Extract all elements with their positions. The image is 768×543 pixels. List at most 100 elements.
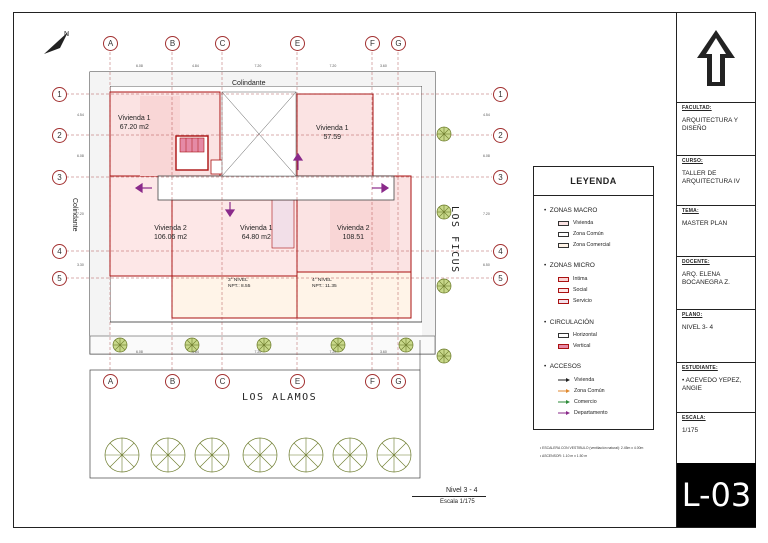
colindante-top-label: Colindante	[232, 80, 266, 87]
dimension-label: 7.20	[483, 212, 490, 216]
tree-icon	[288, 437, 324, 473]
legend-item: Comercio	[558, 399, 597, 405]
title-block: FACULTAD:ARQUITECTURA Y DISEÑO CURSO:TAL…	[676, 12, 756, 528]
grid-bubble-row: 4	[52, 244, 67, 259]
tree-icon	[436, 348, 452, 364]
dimension-label: 7.20	[329, 350, 337, 354]
dimension-label: 7.20	[77, 212, 84, 216]
dimension-label: 3.60	[380, 64, 387, 68]
grid-bubble-row: 4	[493, 244, 508, 259]
legend-item: Vivienda	[558, 220, 593, 226]
tb-tema: TEMA:MASTER PLAN	[677, 205, 756, 256]
dimension-label: 6.08	[136, 64, 143, 68]
tree-icon	[436, 204, 452, 220]
tree-icon	[184, 337, 200, 353]
grid-bubble-row: 5	[493, 271, 508, 286]
grid-bubble-col: G	[391, 36, 406, 51]
tb-estudiante: ESTUDIANTE:• ACEVEDO YEPEZ, ANGIE	[677, 362, 756, 412]
grid-bubble-col: B	[165, 36, 180, 51]
legend-group-zonas-micro: • ZONAS MICRO	[544, 262, 595, 269]
notes: • ESCALERA CON VESTIBULO (ventilación na…	[540, 446, 643, 458]
legend-group-zonas-macro: • ZONAS MACRO	[544, 207, 598, 214]
grid-bubble-col: E	[290, 36, 305, 51]
drawing-scale: Escala 1/175	[440, 499, 475, 505]
north-arrow-icon: N	[44, 31, 69, 54]
legend-title: LEYENDA	[534, 167, 653, 196]
dimension-label: 4.84	[192, 350, 199, 354]
arrow-icon	[558, 400, 570, 404]
grid-bubble-col: G	[391, 374, 406, 389]
grid-bubble-col: B	[165, 374, 180, 389]
dimension-label: 7.20	[329, 64, 337, 68]
dimension-label: 7.20	[254, 64, 262, 68]
tb-curso: CURSO:TALLER DE ARQUITECTURA IV	[677, 155, 756, 205]
sheet-code: L-03	[677, 463, 756, 527]
grid-bubble-col: F	[365, 374, 380, 389]
dimension-label: 4.84	[192, 64, 199, 68]
legend-item: Social	[558, 287, 587, 293]
legend-item: Vertical	[558, 343, 590, 349]
tb-escala: ESCALA:1/175	[677, 412, 756, 463]
floor-plan: N	[44, 31, 492, 479]
grid-bubble-col: F	[365, 36, 380, 51]
dimension-label: 3.60	[380, 350, 387, 354]
legend-item: Departamento	[558, 410, 608, 416]
zones	[109, 91, 412, 319]
grid-bubble-row: 5	[52, 271, 67, 286]
dimension-label: 6.08	[136, 350, 143, 354]
tree-icon	[376, 437, 412, 473]
dimension-label: 6.50	[483, 262, 490, 267]
drawing-title: Nivel 3 - 4	[446, 487, 478, 494]
dimension-label: 6.08	[77, 154, 84, 158]
grid-bubble-row: 2	[52, 128, 67, 143]
tree-icon	[256, 337, 272, 353]
grid-bubble-col: E	[290, 374, 305, 389]
access-arrows	[134, 152, 390, 218]
grid-bubble-row: 1	[493, 87, 508, 102]
legend-item: Intima	[558, 276, 587, 282]
legend-item: Zona Común	[558, 388, 605, 394]
legend-item: Zona Comercial	[558, 242, 610, 248]
dimension-label: 4.54	[483, 112, 490, 117]
drawing-sheet	[13, 12, 756, 528]
svg-text:N: N	[64, 31, 69, 38]
dimension-label: 3.30	[77, 262, 84, 267]
tree-icon	[194, 437, 230, 473]
tree-icon	[436, 126, 452, 142]
grid-bubble-col: C	[215, 36, 230, 51]
legend-panel: LEYENDA • ZONAS MACRO Vivienda Zona Comú…	[533, 166, 654, 430]
note-item: • ESCALERA CON VESTIBULO (ventilación na…	[540, 446, 644, 450]
tb-facultad: FACULTAD:ARQUITECTURA Y DISEÑO	[677, 102, 756, 155]
dimension-label: 4.54	[77, 112, 84, 117]
arrow-icon	[558, 378, 570, 382]
note-item: • ASCENSOR: 1.10 m x 1.50 m	[540, 453, 588, 458]
tree-icon	[104, 437, 140, 473]
tree-icon	[150, 437, 186, 473]
tree-icon	[332, 437, 368, 473]
legend-group-circulacion: • CIRCULACIÓN	[544, 319, 594, 326]
tree-icon	[242, 437, 278, 473]
grid-bubble-col: C	[215, 374, 230, 389]
colindante-left-label: Colindante	[71, 198, 78, 232]
arrow-icon	[558, 411, 570, 415]
legend-item: Horizontal	[558, 332, 597, 338]
tree-icon	[330, 337, 346, 353]
legend-item: Servicio	[558, 298, 592, 304]
tb-plano: PLANO:NIVEL 3- 4	[677, 309, 756, 362]
grid-bubble-col: A	[103, 36, 118, 51]
arrow-icon	[558, 389, 570, 393]
tree-icon	[112, 337, 128, 353]
dimension-label: 7.20	[254, 350, 262, 354]
legend-group-accesos: • ACCESOS	[544, 363, 582, 370]
tree-icon	[436, 278, 452, 294]
grid-bubble-row: 2	[493, 128, 508, 143]
street-los-alamos: LOS ALAMOS	[242, 392, 318, 403]
trees	[104, 126, 452, 473]
grid-bubble-row: 3	[493, 170, 508, 185]
